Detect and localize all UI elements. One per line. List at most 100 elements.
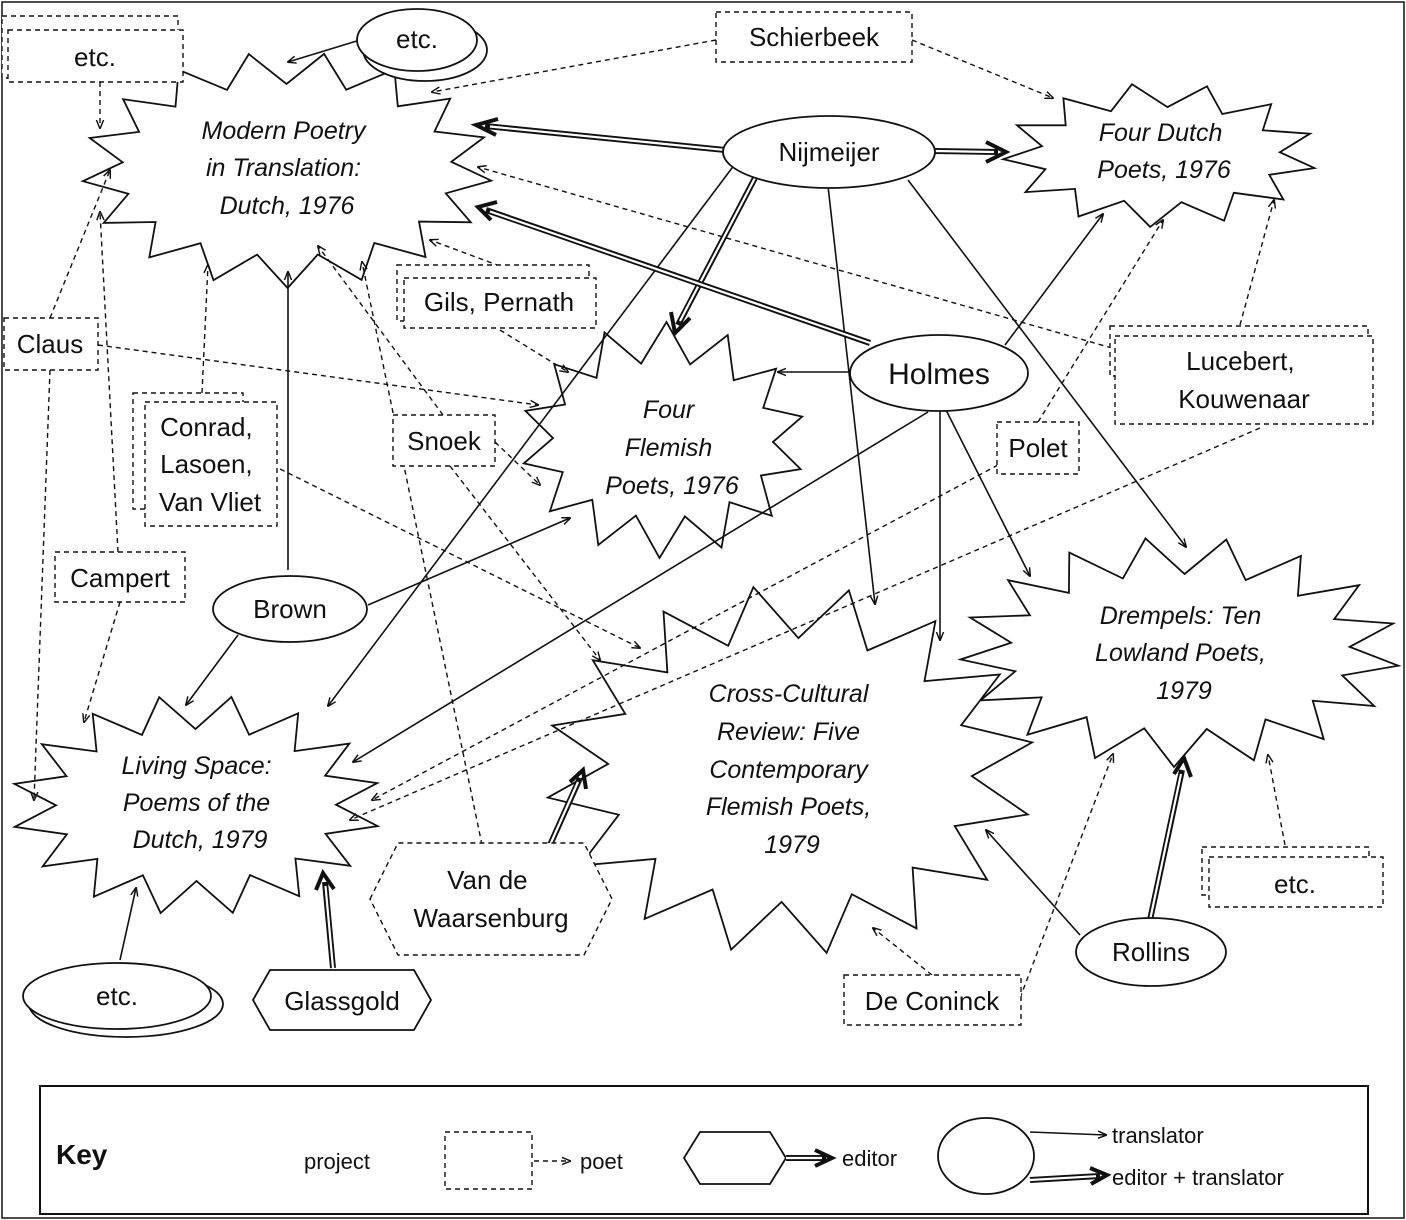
svg-text:Nijmeijer: Nijmeijer xyxy=(778,137,879,167)
svg-text:Gils, Pernath: Gils, Pernath xyxy=(424,287,574,317)
legend-poet-box-icon xyxy=(444,1131,533,1190)
legend-poet-label: poet xyxy=(580,1149,623,1174)
svg-text:etc.: etc. xyxy=(396,24,438,54)
poet-node-snoek: Snoek xyxy=(392,414,496,467)
edge-waarsenburg-to-modern-poetry xyxy=(362,262,483,846)
legend-translator-ellipse-icon xyxy=(937,1117,1035,1195)
edge-nijmeijer-to-living-space xyxy=(328,159,739,706)
legend-title: Key xyxy=(56,1139,108,1170)
edge-campert-to-living-space xyxy=(84,601,121,722)
edge-conrad-to-cross-cultural xyxy=(271,464,640,648)
project-star-cross-cultural xyxy=(545,585,1035,955)
edge-rollins-to-drempels xyxy=(1147,753,1193,921)
project-label-four-flemish: Four Flemish Poets, 1976 xyxy=(605,396,739,500)
edge-claus-to-four-flemish xyxy=(97,344,538,405)
svg-text:Holmes: Holmes xyxy=(888,358,990,391)
edge-nijmeijer-to-four-dutch xyxy=(934,140,1011,164)
legend-translator-arrow xyxy=(1029,1132,1106,1135)
edge-lucebert-to-living-space xyxy=(350,427,1261,820)
project-label-living-space: Living Space: Poems of the Dutch, 1979 xyxy=(121,752,278,854)
edge-nijmeijer-to-modern-poetry xyxy=(470,117,726,153)
translator-node-nijmeijer: Nijmeijer xyxy=(722,115,936,189)
svg-text:Claus: Claus xyxy=(17,329,83,359)
legend: Key project poet editor translator edito… xyxy=(39,1085,1369,1215)
edge-schierbeek-to-modern-poetry xyxy=(432,39,717,92)
legend-editor-label: editor xyxy=(842,1146,897,1171)
edge-lucebert-to-modern-poetry xyxy=(478,167,1113,349)
svg-text:Schierbeek: Schierbeek xyxy=(749,22,880,52)
edge-brown-to-four-flemish xyxy=(367,518,570,606)
project-star-four-flemish xyxy=(521,320,805,560)
project-label-four-dutch: Four Dutch Poets, 1976 xyxy=(1097,119,1231,184)
poet-node-polet: Polet xyxy=(996,421,1080,475)
project-star-drempels xyxy=(957,536,1402,769)
edge-schierbeek-to-four-dutch xyxy=(911,39,1053,98)
svg-text:Snoek: Snoek xyxy=(407,426,482,456)
translator-node-brown: Brown xyxy=(212,575,368,643)
svg-text:etc.: etc. xyxy=(96,981,138,1011)
edge-snoek-to-modern-poetry xyxy=(318,246,444,416)
editor-node-glassgold: Glassgold xyxy=(251,969,433,1031)
legend-project-label: project xyxy=(304,1149,370,1174)
svg-text:etc.: etc. xyxy=(74,42,116,72)
edge-polet-to-living-space xyxy=(372,464,999,800)
translator-node-etc-top: etc. xyxy=(356,8,488,82)
poet-node-etc-topleft: etc. xyxy=(1,15,184,83)
project-star-modern-poetry xyxy=(80,52,494,290)
translator-node-holmes: Holmes xyxy=(849,334,1029,412)
svg-text:Campert: Campert xyxy=(70,563,170,593)
edge-rollins-to-cross-cultural xyxy=(986,830,1081,936)
edge-deconinck-to-drempels xyxy=(1019,754,1113,999)
edge-snoek-to-cross-cultural xyxy=(449,465,600,660)
edge-claus-to-living-space xyxy=(34,369,51,800)
svg-text:Polet: Polet xyxy=(1008,433,1068,463)
edge-gils-to-four-flemish xyxy=(499,329,568,372)
poet-node-etc-right: etc. xyxy=(1201,846,1384,908)
svg-text:Conrad, Lasoen, Va: Conrad, Lasoen, Van Vliet xyxy=(159,412,262,517)
project-label-cross-cultural: Cross-Cultural Review: Five Contemporary… xyxy=(706,680,878,859)
poet-node-claus: Claus xyxy=(3,317,99,371)
poet-node-lucebert-kouwenaar: Lucebert, Kouwenaar xyxy=(1109,325,1374,425)
legend-editor-hexagon-icon xyxy=(682,1131,788,1185)
edge-etc-to-drempels xyxy=(1268,755,1286,846)
project-label-modern-poetry: Modern Poetry in Translation: Dutch, 197… xyxy=(202,117,373,220)
svg-text:De Coninck: De Coninck xyxy=(865,986,1000,1016)
editor-node-van-de-waarsenburg: Van de Waarsenburg xyxy=(369,842,613,956)
edge-holmes-to-modern-poetry xyxy=(474,200,871,346)
project-star-four-dutch xyxy=(1000,82,1318,229)
svg-text:Lucebert, Kouwenaar: Lucebert, Kouwenaar xyxy=(1178,346,1310,414)
svg-text:Rollins: Rollins xyxy=(1112,937,1190,967)
project-star-living-space xyxy=(11,695,381,915)
svg-text:Van de Waarsenburg: Van de Waarsenburg xyxy=(413,865,568,933)
poet-node-de-coninck: De Coninck xyxy=(843,974,1022,1026)
edge-glassgold-to-living-space xyxy=(314,868,336,969)
svg-text:Brown: Brown xyxy=(253,594,327,624)
edge-nijmeijer-to-drempels xyxy=(907,179,1186,547)
poet-node-conrad-lasoen-van-vliet: Conrad, Lasoen, Van Vliet xyxy=(132,392,278,527)
svg-text:etc.: etc. xyxy=(1274,869,1316,899)
edge-brown-to-living-space xyxy=(186,634,239,705)
edge-holmes-to-drempels xyxy=(945,409,1030,576)
edge-lucebert-to-four-dutch xyxy=(1239,200,1274,326)
edge-gils-to-modern-poetry xyxy=(430,240,501,267)
edge-campert-to-modern-poetry xyxy=(100,212,119,553)
edge-nijmeijer-to-cross-cultural xyxy=(827,185,875,604)
edge-snoek-to-four-flemish xyxy=(494,441,540,485)
poet-node-campert: Campert xyxy=(54,551,186,603)
edge-etc-translator-to-living-space xyxy=(119,888,136,961)
edge-holmes-to-four-dutch xyxy=(1004,214,1103,346)
edge-etc-translator-to-modern-poetry xyxy=(288,39,361,62)
edge-conrad-to-modern-poetry xyxy=(201,265,208,394)
poet-node-schierbeek: Schierbeek xyxy=(715,11,913,63)
legend-translator-label: translator xyxy=(1112,1123,1204,1148)
edge-waarsenburg-to-cross-cultural xyxy=(547,765,588,847)
translator-node-rollins: Rollins xyxy=(1075,917,1227,987)
edge-deconinck-to-cross-cultural xyxy=(873,928,933,976)
svg-text:Glassgold: Glassgold xyxy=(284,986,400,1016)
poet-node-gils-pernath: Gils, Pernath xyxy=(396,264,597,329)
project-label-drempels: Drempels: Ten Lowland Poets, 1979 xyxy=(1095,602,1273,705)
legend-editor-arrow xyxy=(786,1148,837,1168)
legend-editor-translator-label: editor + translator xyxy=(1112,1165,1284,1190)
